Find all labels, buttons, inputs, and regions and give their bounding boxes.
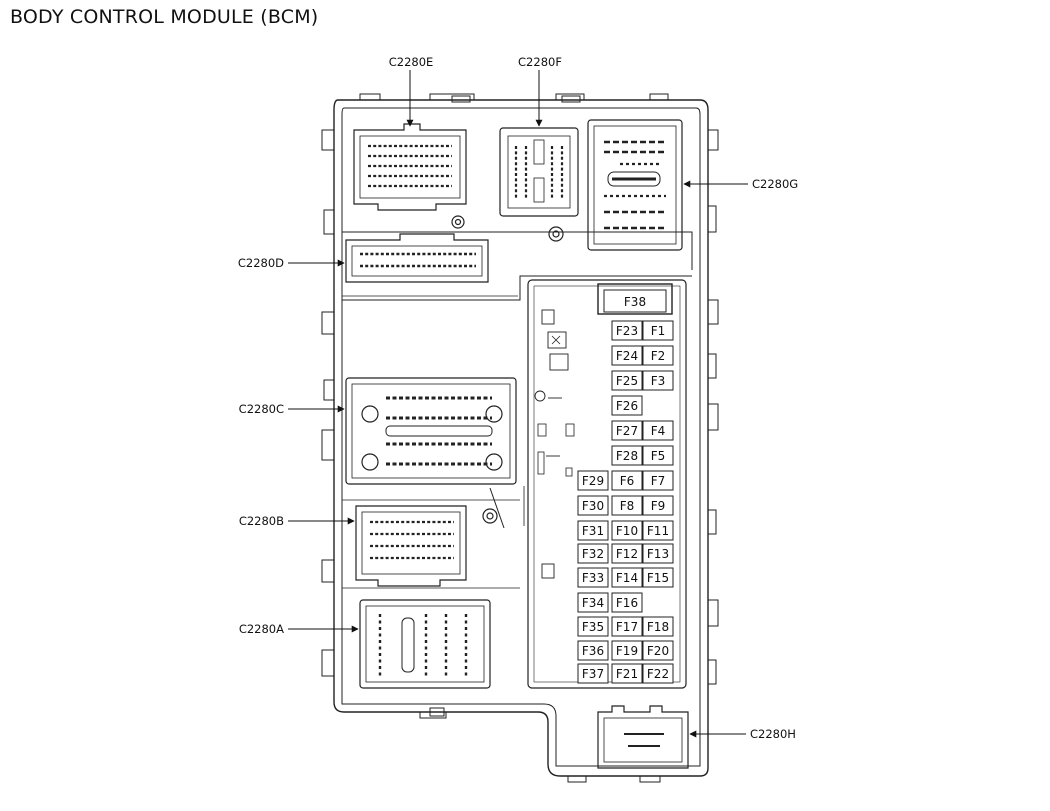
fuse-label-f19: F19	[616, 644, 638, 658]
fuse-label-f30: F30	[582, 499, 604, 513]
fuse-label-f9: F9	[651, 499, 666, 513]
label-c2280a: C2280A	[239, 622, 284, 636]
fuse-label-f31: F31	[582, 524, 604, 538]
connector-c2280d	[345, 233, 489, 283]
fuse-label-f6: F6	[620, 474, 635, 488]
fuse-box	[642, 370, 674, 391]
fuse-box	[642, 663, 674, 684]
connector-c2280f	[499, 127, 579, 242]
fuse-label-f4: F4	[651, 424, 666, 438]
connector-c2280b	[355, 505, 467, 587]
fuse-box	[577, 592, 609, 613]
fuse-label-f27: F27	[616, 424, 638, 438]
fuse-box	[611, 370, 643, 391]
fuse-box	[642, 567, 674, 588]
fuse-label-f24: F24	[616, 349, 638, 363]
fuse-label-f10: F10	[616, 524, 638, 538]
fuse-box	[611, 320, 643, 341]
fuse-label-f21: F21	[616, 667, 638, 681]
fuse-box	[611, 543, 643, 564]
fuse-label-f20: F20	[647, 644, 669, 658]
fuse-box	[611, 470, 643, 491]
fuse-box	[603, 289, 667, 313]
fuse-label-f16: F16	[616, 596, 638, 610]
label-c2280d: C2280D	[238, 256, 284, 270]
callout-arrows	[288, 70, 748, 738]
fuse-box	[642, 420, 674, 441]
fuse-label-f13: F13	[647, 547, 669, 561]
fuse-label-f35: F35	[582, 620, 604, 634]
fuse-box	[611, 592, 643, 613]
fuse-label-f23: F23	[616, 324, 638, 338]
fuse-box	[577, 495, 609, 516]
fuse-box	[611, 616, 643, 637]
fuse-box	[642, 640, 674, 661]
fuse-label-f33: F33	[582, 571, 604, 585]
fuse-label-f22: F22	[647, 667, 669, 681]
label-c2280f: C2280F	[518, 55, 562, 69]
label-c2280g: C2280G	[752, 177, 798, 191]
fuse-box	[642, 470, 674, 491]
fuse-box	[611, 345, 643, 366]
fuse-box	[577, 616, 609, 637]
fuse-box	[642, 345, 674, 366]
fuse-label-f18: F18	[647, 620, 669, 634]
fuse-box	[611, 445, 643, 466]
connector-c2280h	[597, 705, 689, 769]
fuse-box	[611, 663, 643, 684]
fuse-label-f38: F38	[624, 295, 646, 309]
fuse-box	[642, 320, 674, 341]
fuse-box	[577, 663, 609, 684]
fuse-box	[611, 420, 643, 441]
fuse-label-f12: F12	[616, 547, 638, 561]
fuse-box	[611, 567, 643, 588]
label-c2280e: C2280E	[389, 55, 434, 69]
fuse-label-f8: F8	[620, 499, 635, 513]
fuse-label-f1: F1	[651, 324, 666, 338]
callout-labels: C2280E C2280F C2280G C2280D C2280C C2280…	[238, 55, 798, 741]
connector-c2280c	[345, 377, 517, 529]
fuse-box	[577, 640, 609, 661]
label-c2280c: C2280C	[239, 402, 284, 416]
fuse-label-f17: F17	[616, 620, 638, 634]
label-c2280b: C2280B	[239, 514, 284, 528]
fuse-box	[611, 520, 643, 541]
fuse-label-f15: F15	[647, 571, 669, 585]
fuse-box	[577, 520, 609, 541]
fuse-label-f34: F34	[582, 596, 604, 610]
connector-c2280e	[353, 123, 467, 229]
fuse-label-f29: F29	[582, 474, 604, 488]
fuse-box	[642, 495, 674, 516]
fuse-label-f32: F32	[582, 547, 604, 561]
fuse-box	[642, 520, 674, 541]
fuse-box	[611, 395, 643, 416]
housing-outline	[321, 93, 719, 783]
fuse-label-f36: F36	[582, 644, 604, 658]
fuse-label-f28: F28	[616, 449, 638, 463]
fuse-box	[611, 640, 643, 661]
label-c2280h: C2280H	[750, 727, 796, 741]
fuse-label-f7: F7	[651, 474, 666, 488]
fuse-label-f14: F14	[616, 571, 638, 585]
fuse-label-f11: F11	[647, 524, 669, 538]
fuse-label-f37: F37	[582, 667, 604, 681]
fuse-label-f25: F25	[616, 374, 638, 388]
fuse-label-f5: F5	[651, 449, 666, 463]
fuse-panel	[523, 279, 687, 689]
connector-c2280a	[359, 599, 491, 689]
connector-c2280g	[587, 119, 683, 251]
fuse-box	[642, 616, 674, 637]
fuse-box	[642, 445, 674, 466]
fuse-group: F38 F23 F1 F24 F2 F25 F3 F26 F27 F4 F28 …	[577, 289, 674, 684]
fuse-box	[577, 543, 609, 564]
fuse-label-f2: F2	[651, 349, 666, 363]
fuse-box	[611, 495, 643, 516]
page-title: BODY CONTROL MODULE (BCM)	[10, 6, 319, 28]
fuse-box	[642, 543, 674, 564]
fuse-box	[577, 470, 609, 491]
fuse-box	[577, 567, 609, 588]
fuse-label-f3: F3	[651, 374, 666, 388]
fuse-label-f26: F26	[616, 399, 638, 413]
